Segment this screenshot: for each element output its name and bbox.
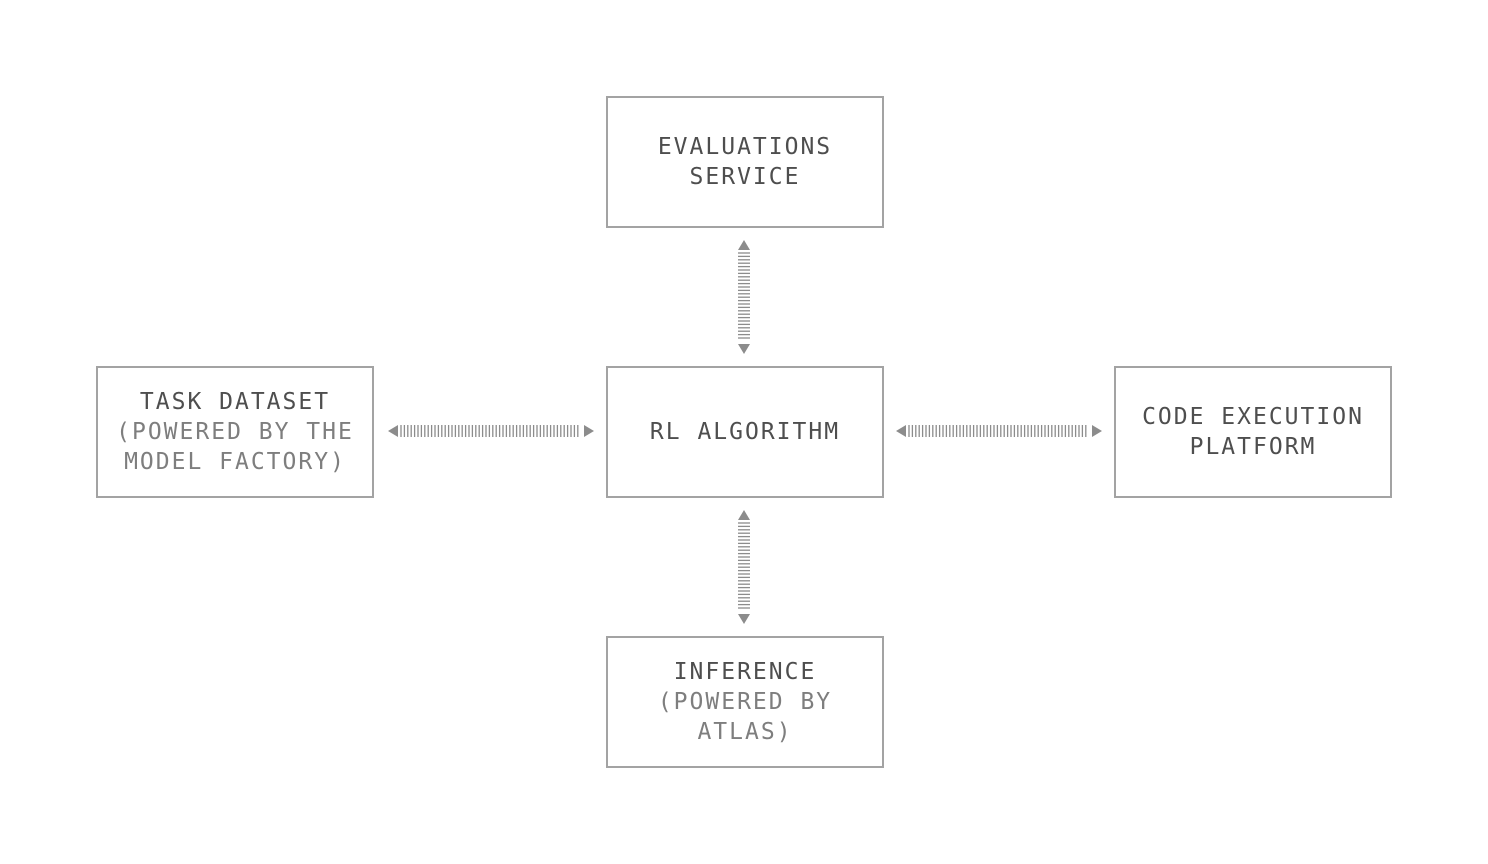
rl-algorithm-box: RL ALGORITHM [606, 366, 884, 498]
code-execution-title-line-1: CODE EXECUTION [1142, 404, 1364, 430]
arrowhead-right-icon [584, 425, 594, 437]
hatch-lines [400, 425, 579, 437]
connector-rl-task-dataset [388, 425, 594, 437]
arrowhead-up-icon [738, 240, 750, 250]
code-execution-title-line-2: PLATFORM [1189, 434, 1317, 460]
inference-subtitle-line-2: ATLAS) [697, 719, 793, 745]
inference-box: INFERENCE (POWERED BY ATLAS) [606, 636, 884, 768]
arrowhead-left-icon [388, 425, 398, 437]
arrowhead-left-icon [896, 425, 906, 437]
evaluations-title-line-2: SERVICE [689, 164, 801, 190]
task-dataset-title: TASK DATASET [139, 389, 331, 415]
arrowhead-up-icon [738, 510, 750, 520]
evaluations-title-line-1: EVALUATIONS [657, 134, 833, 160]
task-dataset-box: TASK DATASET (POWERED BY THE MODEL FACTO… [96, 366, 374, 498]
hatch-lines [738, 252, 750, 339]
hatch-lines [908, 425, 1087, 437]
code-execution-platform-box: CODE EXECUTION PLATFORM [1114, 366, 1392, 498]
arrowhead-down-icon [738, 344, 750, 354]
connector-rl-code-execution [896, 425, 1102, 437]
connector-rl-inference [738, 510, 750, 624]
inference-title: INFERENCE [673, 659, 817, 685]
evaluations-service-box: EVALUATIONS SERVICE [606, 96, 884, 228]
connector-rl-evaluations [738, 240, 750, 354]
hatch-lines [738, 522, 750, 609]
task-dataset-subtitle-line-2: MODEL FACTORY) [124, 449, 346, 475]
task-dataset-subtitle-line-1: (POWERED BY THE [116, 419, 354, 445]
arrowhead-down-icon [738, 614, 750, 624]
arrowhead-right-icon [1092, 425, 1102, 437]
inference-subtitle-line-1: (POWERED BY [657, 689, 833, 715]
rl-algorithm-title: RL ALGORITHM [649, 419, 841, 445]
